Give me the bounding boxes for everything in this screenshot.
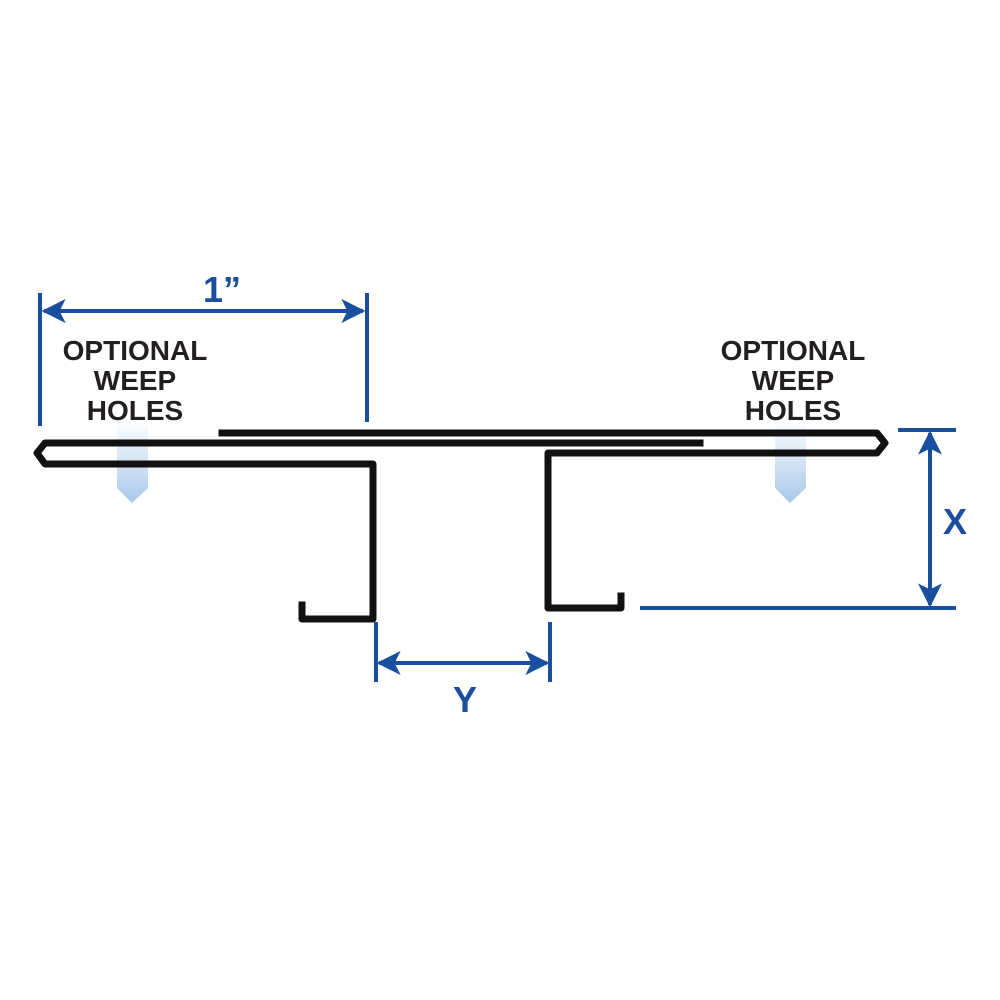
weep-label-line: WEEP [752, 365, 834, 396]
weep-label-line: HOLES [745, 395, 841, 426]
weep-label-line: OPTIONAL [721, 335, 866, 366]
weep-label-line: OPTIONAL [63, 335, 208, 366]
y-dimension-label: Y [453, 679, 477, 720]
left-flashing-profile [33, 439, 704, 623]
weep-hole-arrow-right [775, 420, 806, 503]
y-dimension [374, 622, 552, 682]
weep-label-line: WEEP [94, 365, 176, 396]
weep-label-line: HOLES [87, 395, 183, 426]
weep-holes-label-left: OPTIONAL WEEP HOLES [63, 335, 208, 426]
x-dimension-label: X [943, 501, 967, 542]
width-dimension-label: 1” [203, 269, 241, 310]
right-flashing-profile [218, 429, 889, 612]
x-dimension [640, 428, 956, 610]
width-dimension [38, 293, 369, 426]
weep-holes-label-right: OPTIONAL WEEP HOLES [721, 335, 866, 426]
